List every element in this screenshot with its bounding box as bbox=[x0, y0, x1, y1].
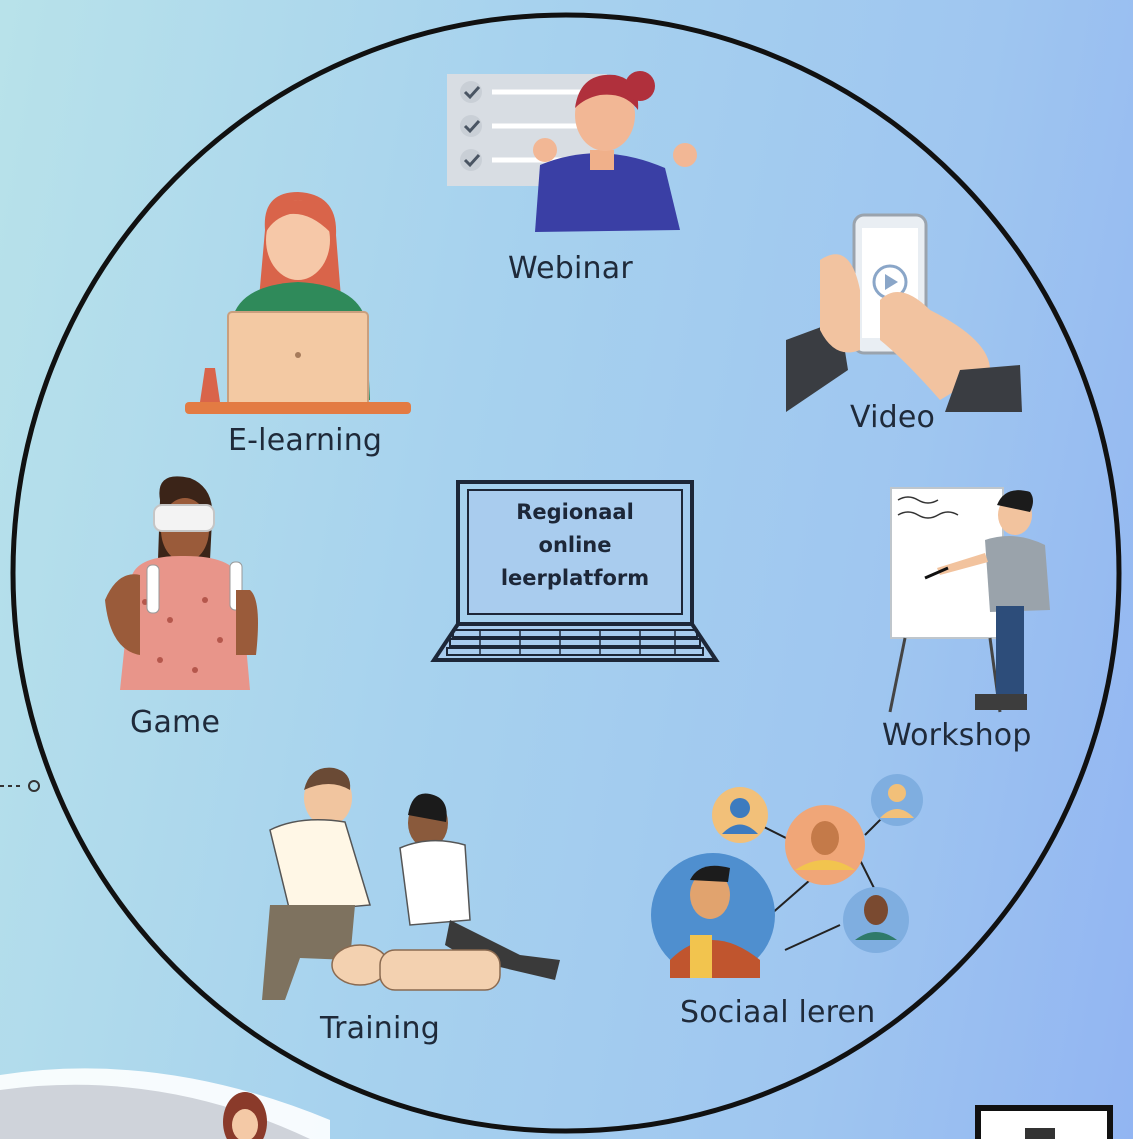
node-label-video: Video bbox=[850, 400, 935, 435]
vr-headset-player-icon bbox=[105, 476, 258, 690]
center-title-line-2: online bbox=[538, 533, 612, 557]
laptop-learner-icon bbox=[185, 192, 411, 414]
hand-phone-play-icon bbox=[786, 213, 1022, 412]
partial-person-icon bbox=[223, 1092, 267, 1139]
cpr-training-icon bbox=[262, 767, 560, 1000]
node-label-workshop: Workshop bbox=[882, 718, 1032, 753]
center-title: Regionaal online leerplatform bbox=[470, 496, 680, 595]
flipchart-presenter-icon bbox=[888, 487, 1050, 713]
node-label-training: Training bbox=[319, 1011, 440, 1046]
node-label-elearning: E-learning bbox=[228, 423, 382, 458]
node-label-sociaal-leren: Sociaal leren bbox=[680, 995, 875, 1030]
connector-stub bbox=[0, 780, 40, 792]
main-circle bbox=[10, 12, 1122, 1134]
social-network-people-icon bbox=[651, 774, 923, 978]
center-title-line-1: Regionaal bbox=[516, 500, 634, 524]
node-label-game: Game bbox=[130, 705, 220, 740]
corner-box bbox=[975, 1105, 1113, 1139]
center-title-line-3: leerplatform bbox=[500, 566, 650, 590]
node-label-webinar: Webinar bbox=[508, 251, 633, 286]
webinar-checklist-person-icon bbox=[447, 71, 697, 232]
center-laptop-icon bbox=[430, 480, 720, 662]
